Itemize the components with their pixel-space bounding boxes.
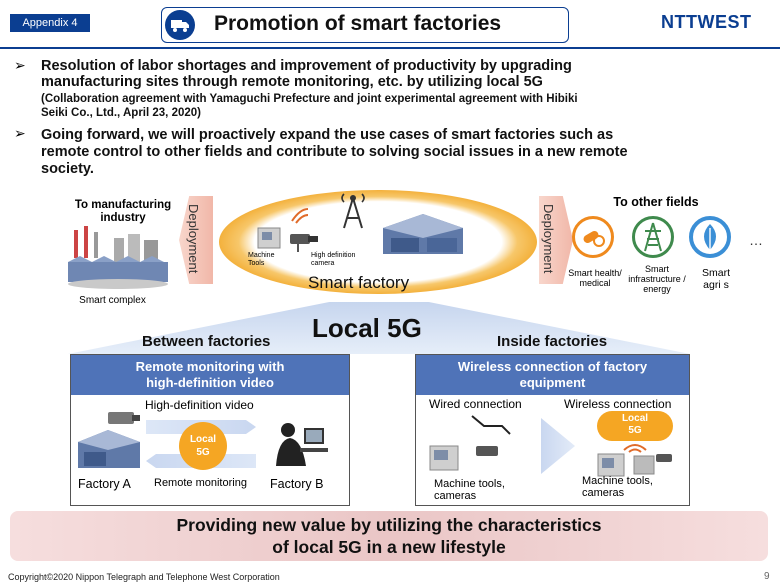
wireless-connection-header-line2: equipment — [416, 375, 689, 391]
remote-monitoring-header-line1: Remote monitoring with — [71, 359, 349, 375]
between-factories-title: Between factories — [142, 333, 270, 350]
bullet1-sub1: (Collaboration agreement with Yamaguchi … — [41, 93, 578, 106]
bullet1-sub2: Seiki Co., Ltd., April 23, 2020) — [41, 107, 201, 120]
health-medical-icon — [572, 216, 614, 258]
local5g-label: Local 5G — [312, 313, 422, 344]
smart-complex-illustration — [66, 224, 172, 290]
wireless-caption-line2: cameras — [582, 487, 653, 499]
smart-factory-label: Smart factory — [308, 273, 409, 293]
factory-b-label: Factory B — [270, 477, 324, 491]
bullet2-line3: society. — [41, 161, 94, 177]
infra-label-line2: infrastructure / — [620, 274, 694, 284]
remote-monitoring-header-line2: high-definition video — [71, 375, 349, 391]
local5g-badge-left-line1: Local — [179, 433, 227, 446]
manufacturing-title-line1: To manufacturing — [58, 199, 188, 212]
local5g-badge-right: Local 5G — [597, 411, 673, 441]
conclusion-line2: of local 5G in a new lifestyle — [10, 536, 768, 558]
deployment-label-right: Deployment — [541, 204, 556, 273]
infrastructure-tower-icon — [632, 216, 674, 258]
page-title: Promotion of smart factories — [214, 12, 501, 36]
copyright-notice: Copyright©2020 Nippon Telegraph and Tele… — [8, 572, 280, 582]
machine-tools-label-line2: Tools — [248, 260, 264, 268]
bullet1-line2: manufacturing sites through remote monit… — [41, 74, 543, 90]
inside-factories-title: Inside factories — [497, 333, 607, 350]
wireless-connection-header: Wireless connection of factory equipment — [416, 355, 689, 395]
factory-building-illustration — [377, 208, 469, 260]
other-fields-title: To other fields — [596, 196, 716, 209]
wired-machine-tools-illustration — [428, 440, 508, 476]
factory-a-illustration — [74, 424, 146, 474]
conclusion-text: Providing new value by utilizing the cha… — [10, 514, 768, 558]
conclusion-line1: Providing new value by utilizing the cha… — [10, 514, 768, 536]
agri-label-line2: agri s — [692, 279, 740, 291]
machine-tools-label-line1: Machine — [248, 252, 274, 260]
local5g-badge-left-line2: 5G — [179, 446, 227, 459]
page-number: 9 — [764, 571, 770, 582]
wired-caption-line2: cameras — [434, 490, 505, 502]
hd-video-label: High-definition video — [145, 398, 254, 412]
smart-complex-caption: Smart complex — [60, 296, 165, 306]
agri-leaf-icon — [689, 216, 731, 258]
remote-monitoring-header: Remote monitoring with high-definition v… — [71, 355, 349, 395]
wireless-connection-header-line1: Wireless connection of factory — [416, 359, 689, 375]
wired-caption-line1: Machine tools, — [434, 478, 505, 490]
operator-monitor-illustration — [270, 418, 330, 470]
signal-waves-icon — [288, 205, 312, 225]
wired-cable-icon — [470, 412, 514, 438]
agri-label-line1: Smart — [692, 267, 740, 279]
appendix-badge: Appendix 4 — [10, 14, 90, 32]
bullet2-line2: remote control to other fields and contr… — [41, 144, 628, 160]
infra-label-line1: Smart — [620, 264, 694, 274]
truck-icon — [165, 10, 195, 40]
antenna-tower-icon — [336, 190, 370, 230]
local5g-badge-left: Local 5G — [179, 422, 227, 470]
bullet2-line1: Going forward, we will proactively expan… — [41, 127, 613, 143]
factory-a-label: Factory A — [78, 477, 131, 491]
bullet-arrow-icon: ➢ — [14, 57, 26, 74]
wireless-connection-label: Wireless connection — [564, 397, 671, 411]
hd-camera-label-line2: camera — [311, 260, 334, 268]
deployment-label-left: Deployment — [186, 204, 201, 273]
bullet1-line1: Resolution of labor shortages and improv… — [41, 58, 572, 74]
ntt-west-logo: NTTWEST — [661, 12, 752, 33]
header-divider — [0, 47, 780, 49]
wired-connection-label: Wired connection — [429, 397, 522, 411]
wireless-caption-line1: Machine tools, — [582, 475, 653, 487]
local5g-badge-right-line1: Local — [597, 413, 673, 425]
infra-label-line3: energy — [620, 284, 694, 294]
more-fields-ellipsis: … — [749, 232, 763, 248]
wired-caption: Machine tools, cameras — [434, 478, 505, 502]
bullet-arrow-icon: ➢ — [14, 125, 26, 142]
local5g-badge-right-line2: 5G — [597, 425, 673, 437]
remote-monitoring-label: Remote monitoring — [154, 477, 247, 489]
title-box: Promotion of smart factories — [161, 7, 569, 43]
wireless-caption: Machine tools, cameras — [582, 475, 653, 499]
hd-camera-label-line1: High definition — [311, 252, 355, 260]
